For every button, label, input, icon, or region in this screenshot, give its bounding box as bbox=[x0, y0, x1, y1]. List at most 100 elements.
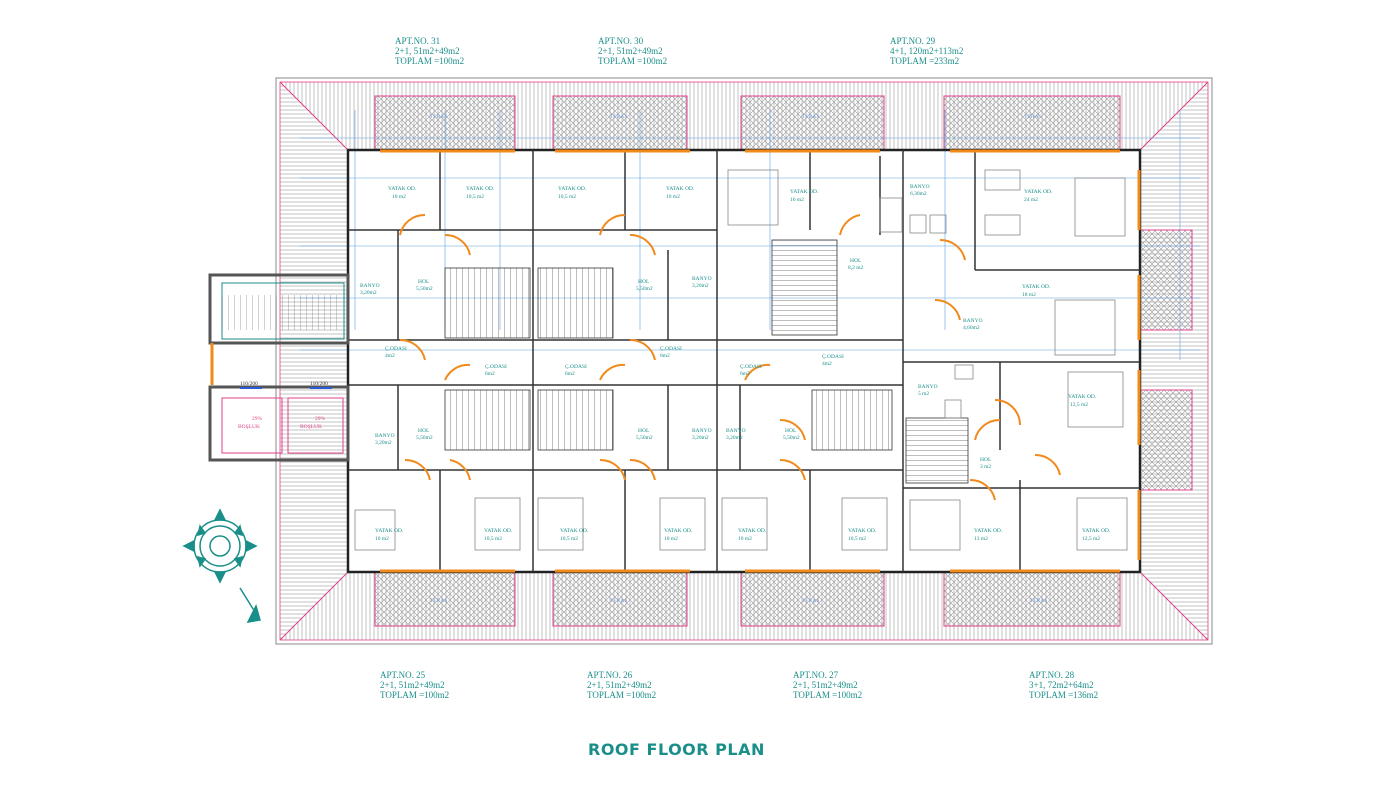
room-hol-1: HOL bbox=[418, 279, 430, 285]
room-banyo-5-area: 3,20m2 bbox=[692, 435, 709, 441]
roof-outline bbox=[275, 77, 1213, 645]
room-cocuk-5: Ç.ODASI bbox=[740, 364, 762, 370]
stair-dim-1: 110/200 bbox=[240, 381, 258, 387]
room-cocuk-1-area: 4m2 bbox=[385, 353, 395, 359]
doors bbox=[399, 213, 1061, 501]
room-yatak-14-area: 10,5 m2 bbox=[848, 536, 866, 542]
room-hol-4-area: 5,50m2 bbox=[416, 435, 433, 441]
room-yatak-1-area: 10 m2 bbox=[392, 194, 406, 200]
apt-label-29: APT.NO. 29 4+1, 120m2+113m2 TOPLAM =233m… bbox=[890, 36, 963, 66]
room-banyo-3: BANYO bbox=[963, 318, 983, 324]
void-label-2: BOŞLUK bbox=[300, 424, 322, 430]
apt-total: TOPLAM =100m2 bbox=[598, 56, 668, 66]
apt-type: 4+1, 120m2+113m2 bbox=[890, 46, 964, 56]
apt-label-26: APT.NO. 26 2+1, 51m2+49m2 TOPLAM =100m2 bbox=[587, 670, 656, 700]
room-labels: YATAK OD. 10 m2 YATAK OD. 10,5 m2 YATAK … bbox=[238, 114, 1111, 604]
room-yatak-13-area: 10 m2 bbox=[738, 536, 752, 542]
apt-total: TOPLAM =100m2 bbox=[380, 690, 450, 700]
room-yatak-8-area: 12,5 m2 bbox=[1070, 402, 1088, 408]
room-yatak-14: YATAK OD. bbox=[848, 528, 877, 534]
compass-icon bbox=[182, 508, 261, 623]
apt-number: APT.NO. 25 bbox=[380, 670, 426, 680]
room-hol-3: HOL bbox=[850, 258, 862, 264]
terrace-label-3: TERAS bbox=[802, 114, 819, 120]
room-cocuk-2-area: 6m2 bbox=[485, 371, 495, 377]
terrace-label-6: TERAS bbox=[610, 598, 627, 604]
room-banyo-29: BANYO bbox=[910, 184, 930, 190]
room-hol-2: HOL bbox=[638, 279, 650, 285]
room-hol-3-area: 8,2 m2 bbox=[848, 265, 864, 271]
room-hol-2-area: 5,50m2 bbox=[636, 286, 653, 292]
terrace-label-1: TERAS bbox=[430, 114, 447, 120]
room-yatak-3-area: 10,5 m2 bbox=[558, 194, 576, 200]
room-banyo-29-area: 6,30m2 bbox=[910, 191, 927, 197]
room-yatak-9: YATAK OD. bbox=[375, 528, 404, 534]
room-yatak-16: YATAK OD. bbox=[1082, 528, 1111, 534]
terraces bbox=[374, 95, 1193, 627]
void-pct-2: 29% bbox=[315, 416, 326, 422]
room-hol-5-area: 5,50m2 bbox=[636, 435, 653, 441]
room-banyo-7: BANYO bbox=[918, 384, 938, 390]
room-yatak-16-area: 12,5 m2 bbox=[1082, 536, 1100, 542]
room-banyo-3-area: 4,60m2 bbox=[963, 325, 980, 331]
apt-type: 2+1, 51m2+49m2 bbox=[598, 46, 663, 56]
apt-total: TOPLAM =100m2 bbox=[587, 690, 657, 700]
terrace-label-8: TERAS bbox=[1030, 598, 1047, 604]
apt-total: TOPLAM =100m2 bbox=[793, 690, 863, 700]
interior-walls bbox=[348, 150, 1140, 572]
room-cocuk-6-area: 4m2 bbox=[822, 361, 832, 367]
stair-annex bbox=[208, 273, 350, 462]
terrace-label-4: TERAS bbox=[1024, 114, 1041, 120]
terrace-label-5: TERAS bbox=[430, 598, 447, 604]
room-hol-5: HOL bbox=[638, 428, 650, 434]
terrace-label-2: TERAS bbox=[610, 114, 627, 120]
apt-label-27: APT.NO. 27 2+1, 51m2+49m2 TOPLAM =100m2 bbox=[793, 670, 862, 700]
room-banyo-1-area: 3,20m2 bbox=[360, 290, 377, 296]
room-hol-6: HOL bbox=[785, 428, 797, 434]
room-yatak-2-area: 10,5 m2 bbox=[466, 194, 484, 200]
apt-type: 2+1, 51m2+49m2 bbox=[380, 680, 445, 690]
stairs bbox=[444, 239, 969, 484]
apt-label-28: APT.NO. 28 3+1, 72m2+64m2 TOPLAM =136m2 bbox=[1029, 670, 1098, 700]
room-yatak-10: YATAK OD. bbox=[484, 528, 513, 534]
apt-number: APT.NO. 27 bbox=[793, 670, 839, 680]
apt-total: TOPLAM =100m2 bbox=[395, 56, 465, 66]
room-hol-6-area: 5,50m2 bbox=[783, 435, 800, 441]
room-banyo-2: BANYO bbox=[692, 276, 712, 282]
apt-label-25: APT.NO. 25 2+1, 51m2+49m2 TOPLAM =100m2 bbox=[380, 670, 449, 700]
room-yatak-3: YATAK OD. bbox=[558, 186, 587, 192]
room-cocuk-5-area: 6m2 bbox=[740, 371, 750, 377]
room-cocuk-1: Ç.ODASI bbox=[385, 346, 407, 352]
room-yatak-4: YATAK OD. bbox=[666, 186, 695, 192]
room-yatak-12-area: 10 m2 bbox=[664, 536, 678, 542]
apt-type: 2+1, 51m2+49m2 bbox=[587, 680, 652, 690]
stair-dim-2: 110/200 bbox=[310, 381, 328, 387]
room-banyo-1: BANYO bbox=[360, 283, 380, 289]
room-yatak-11: YATAK OD. bbox=[560, 528, 589, 534]
room-banyo-7-area: 5 m2 bbox=[918, 391, 929, 397]
apt-number: APT.NO. 28 bbox=[1029, 670, 1075, 680]
room-cocuk-6: Ç.ODASI bbox=[822, 354, 844, 360]
room-yatak-6-area: 24 m2 bbox=[1024, 197, 1038, 203]
room-yatak-5-area: 16 m2 bbox=[790, 197, 804, 203]
room-cocuk-3: Ç.ODASI bbox=[660, 346, 682, 352]
apt-label-31: APT.NO. 31 2+1, 51m2+49m2 TOPLAM =100m2 bbox=[395, 36, 464, 66]
room-cocuk-3-area: 6m2 bbox=[660, 353, 670, 359]
room-banyo-5: BANYO bbox=[692, 428, 712, 434]
apt-type: 3+1, 72m2+64m2 bbox=[1029, 680, 1094, 690]
furniture bbox=[354, 169, 1128, 551]
room-yatak-12: YATAK OD. bbox=[664, 528, 693, 534]
room-hol-7-area: 3 m2 bbox=[980, 464, 991, 470]
room-yatak-9-area: 10 m2 bbox=[375, 536, 389, 542]
apt-number: APT.NO. 26 bbox=[587, 670, 633, 680]
room-yatak-15-area: 13 m2 bbox=[974, 536, 988, 542]
room-banyo-4: BANYO bbox=[375, 433, 395, 439]
room-hol-4: HOL bbox=[418, 428, 430, 434]
room-yatak-2: YATAK OD. bbox=[466, 186, 495, 192]
terrace-label-7: TERAS bbox=[802, 598, 819, 604]
room-yatak-7: YATAK OD. bbox=[1022, 284, 1051, 290]
apt-number: APT.NO. 30 bbox=[598, 36, 644, 46]
room-cocuk-2: Ç.ODASI bbox=[485, 364, 507, 370]
room-banyo-6: BANYO bbox=[726, 428, 746, 434]
